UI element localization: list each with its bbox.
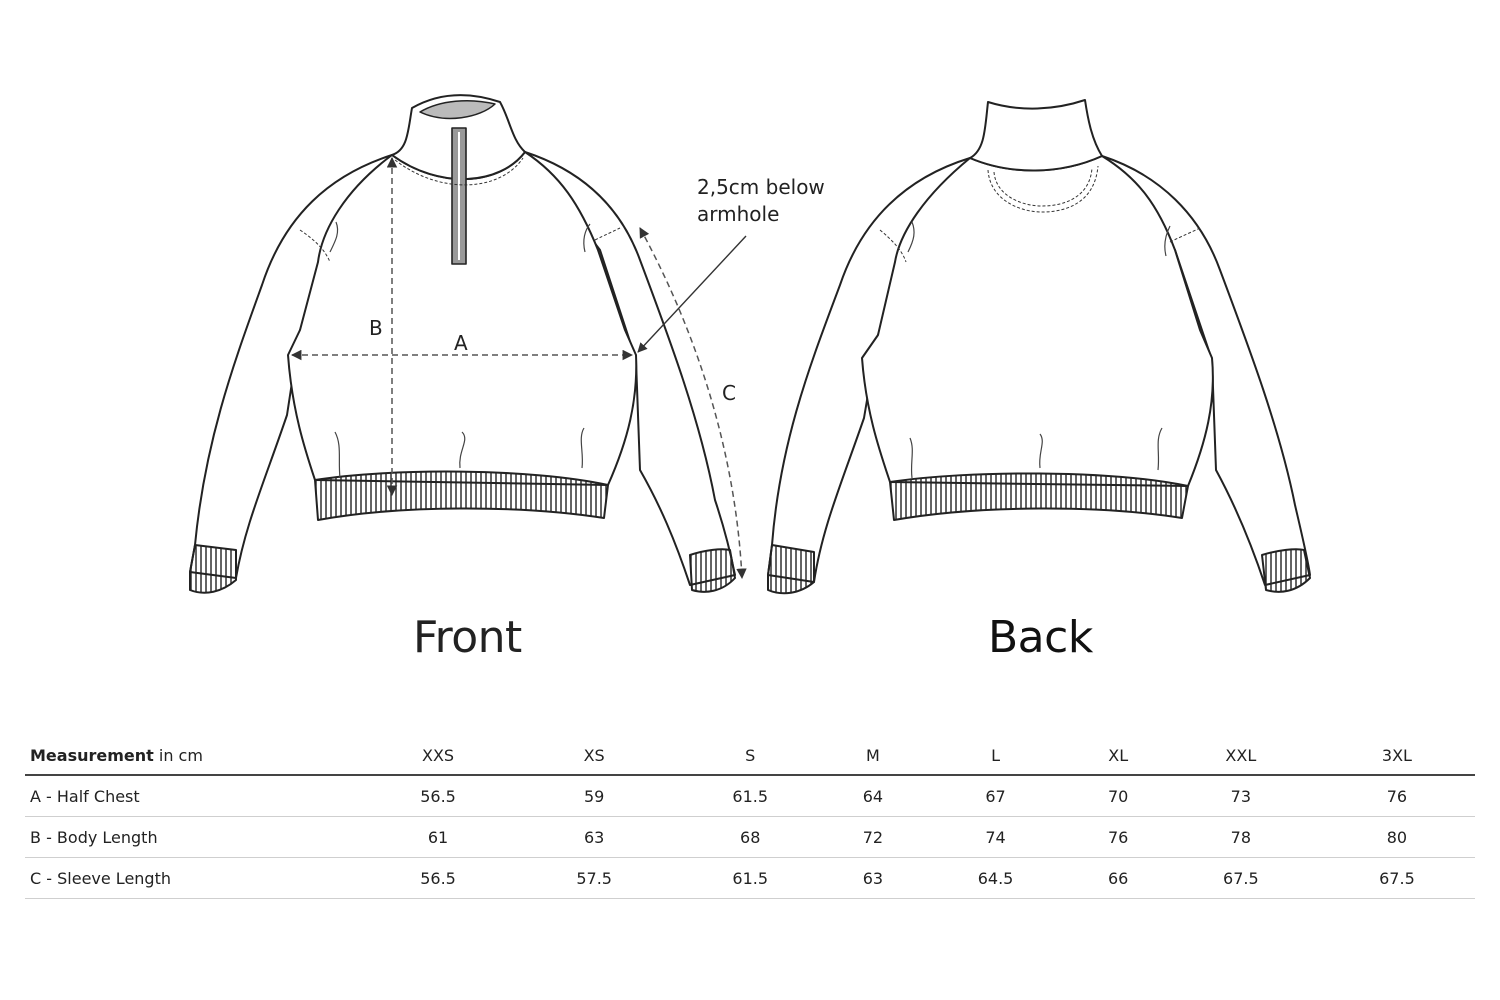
table-cell: 61 <box>360 816 517 858</box>
size-header: XS <box>516 736 673 776</box>
table-cell: 61.5 <box>672 775 829 817</box>
table-row: B - Body Length 61 63 68 72 74 76 78 80 <box>25 816 1475 858</box>
table-cell: 76 <box>1073 816 1163 858</box>
table-cell: 56.5 <box>360 857 517 899</box>
table-row: C - Sleeve Length 56.5 57.5 61.5 63 64.5… <box>25 857 1475 899</box>
size-header: 3XL <box>1318 736 1475 776</box>
dimension-b-label: B <box>369 316 383 340</box>
table-cell: 68 <box>672 816 829 858</box>
size-header: L <box>917 736 1074 776</box>
size-header: S <box>672 736 829 776</box>
table-cell: 67.5 <box>1318 857 1475 899</box>
front-collar-inner <box>419 99 496 120</box>
table-cell: 74 <box>917 816 1074 858</box>
front-stitching <box>299 157 621 263</box>
back-sweater <box>767 99 1311 595</box>
table-cell: 70 <box>1073 775 1163 817</box>
table-cell: 66 <box>1073 857 1163 899</box>
row-label: A - Half Chest <box>25 775 360 817</box>
table-row: A - Half Chest 56.5 59 61.5 64 67 70 73 … <box>25 775 1475 817</box>
back-drawcords <box>907 221 1171 479</box>
size-header: XL <box>1073 736 1163 776</box>
annotation-line1: 2,5cm below <box>697 175 825 199</box>
size-header: XXL <box>1162 736 1319 776</box>
annotation-leader <box>637 235 747 353</box>
front-right-cuff <box>689 548 736 593</box>
annotation-line2: armhole <box>697 202 780 226</box>
table-cell: 63 <box>828 857 918 899</box>
table-cell: 72 <box>828 816 918 858</box>
measurement-lines <box>290 156 747 580</box>
front-drawcords <box>329 221 591 479</box>
table-cell: 61.5 <box>672 857 829 899</box>
table-cell: 57.5 <box>516 857 673 899</box>
armhole-annotation: 2,5cm below armhole <box>697 174 825 228</box>
back-stitching <box>879 165 1201 263</box>
back-left-cuff <box>767 544 815 595</box>
dimension-c-line <box>639 227 747 580</box>
front-hem-rib <box>314 470 609 521</box>
measurement-header-bold: Measurement <box>30 745 154 765</box>
table-cell: 56.5 <box>360 775 517 817</box>
dimension-a-label: A <box>454 331 468 355</box>
table-cell: 78 <box>1162 816 1319 858</box>
back-right-sleeve <box>1101 155 1311 586</box>
back-hem-rib <box>889 472 1189 521</box>
table-cell: 67 <box>917 775 1074 817</box>
front-left-cuff <box>189 544 237 594</box>
table-header-row: Measurement in cm XXS XS S M L XL XXL 3X… <box>25 736 1475 776</box>
table-cell: 64.5 <box>917 857 1074 899</box>
size-chart-table: Measurement in cm XXS XS S M L XL XXL 3X… <box>25 736 1475 899</box>
back-view-label: Back <box>988 612 1093 663</box>
front-view-label: Front <box>413 612 522 663</box>
dimension-c-label: C <box>722 381 736 405</box>
table-cell: 80 <box>1318 816 1475 858</box>
table-cell: 63 <box>516 816 673 858</box>
table-cell: 64 <box>828 775 918 817</box>
back-right-cuff <box>1261 548 1311 593</box>
sweater-diagram <box>189 94 1311 595</box>
back-collar <box>969 99 1103 172</box>
table-cell: 59 <box>516 775 673 817</box>
table-cell: 73 <box>1162 775 1319 817</box>
row-label: B - Body Length <box>25 816 360 858</box>
measurement-header: Measurement in cm <box>25 736 360 776</box>
size-header: XXS <box>360 736 517 776</box>
measurement-header-unit: in cm <box>153 745 203 765</box>
table-cell: 67.5 <box>1162 857 1319 899</box>
row-label: C - Sleeve Length <box>25 857 360 899</box>
size-header: M <box>828 736 918 776</box>
table-cell: 76 <box>1318 775 1475 817</box>
